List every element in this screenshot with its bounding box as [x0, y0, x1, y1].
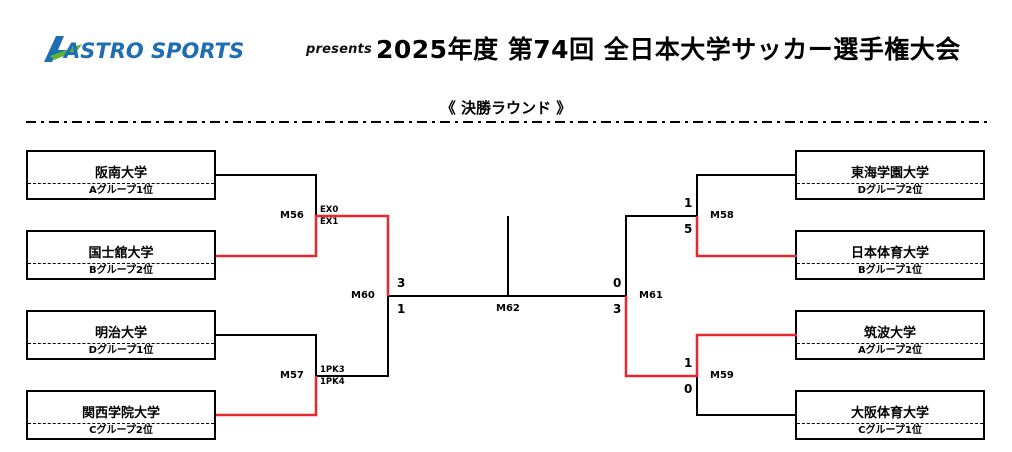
- team-group: Cグループ1位: [797, 423, 983, 438]
- team-name: 大阪体育大学: [850, 406, 929, 421]
- score-m56-top: EX0: [320, 205, 339, 215]
- score-m58-top: 1: [684, 196, 693, 210]
- team-group: Bグループ2位: [28, 263, 214, 278]
- team-group: Dグループ1位: [28, 343, 214, 358]
- team-box-right-1: 東海学園大学 Dグループ2位: [795, 150, 985, 200]
- match-label-m62: M62: [496, 303, 520, 314]
- team-name: 日本体育大学: [850, 246, 929, 261]
- bracket-line-m60-bottom: [316, 296, 389, 377]
- team-box-right-2: 日本体育大学 Bグループ1位: [795, 230, 985, 280]
- team-box-left-1: 阪南大学 Aグループ1位: [26, 150, 216, 200]
- score-m58-bottom: 5: [684, 222, 693, 236]
- team-group: Dグループ2位: [797, 183, 983, 198]
- score-m57-bottom: 1PK4: [320, 377, 345, 387]
- team-name: 東海学園大学: [850, 166, 929, 181]
- winner-line-m56-m60: [216, 214, 390, 296]
- bracket-line-m56-top: [216, 174, 317, 216]
- score-m60-bottom: 1: [397, 302, 406, 316]
- team-group: Aグループ1位: [28, 183, 214, 198]
- match-label-m59: M59: [710, 370, 734, 381]
- team-box-left-4: 関西学院大学 Cグループ2位: [26, 390, 216, 440]
- match-label-m57: M57: [280, 370, 304, 381]
- winner-line-m59-m61: [624, 296, 797, 378]
- logo-text: ASTRO SPORTS: [62, 39, 244, 63]
- presents-label: presents: [306, 42, 372, 57]
- team-name: 国士舘大学: [88, 246, 154, 261]
- team-name: 筑波大学: [863, 326, 916, 341]
- bracket-line-m58-top: [696, 174, 797, 216]
- score-m59-top: 1: [684, 356, 693, 370]
- match-label-m61: M61: [639, 290, 663, 301]
- score-m59-bottom: 0: [684, 382, 693, 396]
- bracket-line-m59-bottom: [696, 376, 797, 416]
- winner-line-m57: [216, 376, 318, 417]
- score-m57-top: 1PK3: [320, 365, 345, 375]
- astro-sports-logo: ASTRO SPORTS: [44, 36, 244, 63]
- page-title: 2025年度 第74回 全日本大学サッカー選手権大会: [376, 35, 961, 64]
- bracket-line-m61-top: [625, 215, 697, 296]
- score-m56-bottom: EX1: [320, 217, 339, 227]
- team-name: 阪南大学: [94, 166, 147, 181]
- score-m61-bottom: 3: [613, 302, 622, 316]
- page-header: ASTRO SPORTS presents 2025年度 第74回 全日本大学サ…: [0, 22, 1012, 72]
- score-m60-top: 3: [397, 276, 406, 290]
- winner-line-m58: [695, 216, 797, 258]
- round-title: 《 決勝ラウンド 》: [440, 99, 572, 117]
- team-box-left-2: 国士舘大学 Bグループ2位: [26, 230, 216, 280]
- dash-dot-divider: [26, 121, 992, 123]
- team-group: Cグループ2位: [28, 423, 214, 438]
- match-label-m56: M56: [280, 210, 304, 221]
- bracket-line-m57-top: [216, 334, 317, 376]
- team-group: Bグループ1位: [797, 263, 983, 278]
- match-label-m58: M58: [710, 210, 734, 221]
- team-box-right-4: 大阪体育大学 Cグループ1位: [795, 390, 985, 440]
- team-name: 関西学院大学: [81, 406, 160, 421]
- match-label-m60: M60: [351, 290, 375, 301]
- team-group: Aグループ2位: [797, 343, 983, 358]
- score-m61-top: 0: [613, 276, 622, 290]
- team-name: 明治大学: [94, 326, 147, 341]
- team-box-left-3: 明治大学 Dグループ1位: [26, 310, 216, 360]
